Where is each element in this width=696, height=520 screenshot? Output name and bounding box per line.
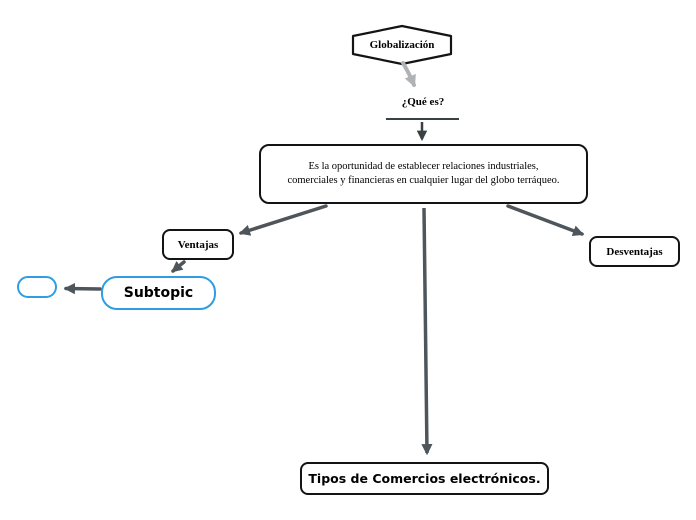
node-ventajas[interactable]: Ventajas — [162, 229, 234, 260]
node-question[interactable]: ¿Qué es? — [401, 96, 445, 108]
connector-root-question — [401, 61, 416, 88]
node-definition[interactable]: Es la oportunidad de establecer relacion… — [259, 144, 588, 204]
node-root[interactable]: Globalización — [369, 39, 435, 51]
hexagon-shape[interactable] — [351, 24, 453, 66]
node-tipos[interactable]: Tipos de Comercios electrónicos. — [300, 462, 549, 495]
connector-subtopic-empty — [63, 283, 102, 295]
connector-ventajas-subtopic — [171, 260, 186, 273]
connector-definition-ventajas — [238, 204, 328, 236]
connector-definition-tipos — [421, 207, 433, 456]
node-subtopic[interactable]: Subtopic — [101, 276, 216, 310]
connector-definition-desventajas — [506, 204, 585, 237]
node-empty-subtopic[interactable] — [17, 276, 57, 298]
node-desventajas[interactable]: Desventajas — [589, 236, 680, 267]
